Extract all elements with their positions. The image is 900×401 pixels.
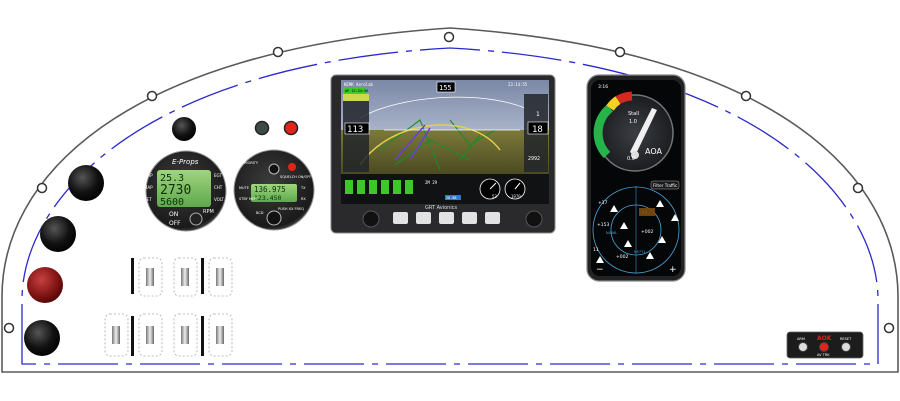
efis-softkey-5[interactable] bbox=[485, 212, 500, 224]
aoa-label: AOA bbox=[645, 147, 662, 156]
master-red-button[interactable] bbox=[27, 267, 63, 303]
traffic-zoom-out[interactable]: − bbox=[596, 265, 604, 275]
traffic-label-4: +002 bbox=[641, 229, 653, 235]
efis-softkey-2[interactable] bbox=[416, 212, 431, 224]
efis-status-tag: AP 12:34:56 bbox=[345, 89, 368, 93]
left-knob-2[interactable] bbox=[40, 216, 76, 252]
panel-trim-line bbox=[21, 47, 879, 365]
eprops-left-key-3[interactable]: SET bbox=[144, 197, 152, 202]
radio-top-label-2[interactable]: SQUELCH ON/OFF bbox=[280, 175, 311, 179]
efis-altitude-readout: 18 bbox=[532, 125, 543, 135]
radio-left-key-1[interactable]: MUTE bbox=[239, 186, 249, 190]
aok-reset-button[interactable] bbox=[841, 342, 851, 352]
radio-volume-knob[interactable] bbox=[268, 163, 280, 175]
efis-right-knob[interactable] bbox=[525, 210, 543, 228]
traffic-aircraft-icons bbox=[596, 200, 679, 263]
aoa-red-arc bbox=[615, 91, 633, 105]
efis-mini-gauge-2-value: 1970 bbox=[511, 194, 521, 199]
efis-softkey-1[interactable] bbox=[393, 212, 408, 224]
phone-status-time: 3:16 bbox=[598, 84, 608, 90]
radio-bottom-label-2[interactable]: PUSH XX FREQ bbox=[278, 207, 304, 211]
eprops-right-key-1[interactable]: EGT bbox=[214, 173, 222, 178]
efis-top-right: 23:14:55 bbox=[508, 82, 528, 87]
efis-top-left: KEMK Aerolab bbox=[344, 82, 373, 87]
aok-main-button[interactable] bbox=[819, 342, 829, 352]
toggle-switch-bank bbox=[104, 257, 233, 357]
traffic-label-1: +17 bbox=[598, 200, 608, 206]
traffic-label-7: N5771 bbox=[634, 250, 646, 254]
radio-right-key-2[interactable]: RX bbox=[301, 197, 306, 201]
efis-baro: 2992 bbox=[528, 156, 540, 162]
aok-right-label: RESET bbox=[840, 337, 852, 341]
eprops-off-label: OFF bbox=[169, 220, 181, 227]
filter-traffic-button[interactable] bbox=[650, 180, 680, 190]
traffic-label-6: +002 bbox=[616, 254, 628, 260]
traffic-label-2: +153 bbox=[597, 222, 609, 228]
traffic-label-8: 11 bbox=[593, 247, 599, 253]
efis-softkey-3[interactable] bbox=[439, 212, 454, 224]
efis-mini-gauge-1-value: 53 bbox=[492, 194, 497, 199]
aok-sub-label: AV TRK bbox=[817, 353, 830, 357]
radio-lcd bbox=[251, 184, 297, 202]
traffic-label-5: N456L bbox=[606, 231, 617, 235]
eprops-right-key-2[interactable]: CHT bbox=[214, 185, 223, 190]
efis-flight-path-arc bbox=[359, 124, 501, 166]
eprops-lcd-top: 25.3 bbox=[160, 173, 184, 184]
efis-softkey-4[interactable] bbox=[462, 212, 477, 224]
eprops-on-label: ON bbox=[169, 211, 178, 218]
aoa-needle bbox=[630, 108, 657, 156]
efis-altitude-unit: 1 bbox=[536, 111, 540, 118]
eprops-lcd-bot: 5600 bbox=[160, 197, 184, 208]
eprops-right-key-3[interactable]: VOLT bbox=[214, 197, 224, 202]
aoa-green-arc bbox=[593, 104, 614, 159]
traffic-zoom-in[interactable]: + bbox=[669, 265, 677, 275]
eprops-gauge: 25.3 2730 5600 E-Props MAP MAP SET EGT C… bbox=[144, 150, 227, 232]
efis-heading: 155 bbox=[439, 84, 452, 92]
phone-display: 3:16 Stall 1.0 0.0 AOA Filter Traffic +1… bbox=[586, 74, 686, 282]
left-knob-3[interactable] bbox=[24, 320, 60, 356]
radio-left-key-2[interactable]: STBY MEM bbox=[239, 197, 257, 201]
efis-roll-arc bbox=[359, 96, 526, 119]
efis-bottom-label: 2M 29 bbox=[425, 180, 438, 185]
efis-left-knob[interactable] bbox=[362, 210, 380, 228]
efis-ground bbox=[341, 130, 549, 174]
eprops-left-key-1[interactable]: MAP bbox=[144, 173, 153, 178]
aoa-yellow-arc bbox=[606, 96, 621, 111]
filter-traffic-label: Filter Traffic bbox=[653, 183, 678, 188]
aoa-stall-label: Stall bbox=[628, 111, 639, 117]
radio-tune-knob[interactable] bbox=[266, 210, 282, 226]
eprops-brand: E-Props bbox=[172, 158, 199, 166]
traffic-display bbox=[592, 186, 680, 274]
eprops-rpm-label: RPM bbox=[203, 209, 214, 215]
efis-terrain-lines bbox=[379, 119, 496, 171]
eprops-lcd-mid: 2730 bbox=[160, 183, 191, 198]
eprops-onoff-knob[interactable] bbox=[189, 212, 203, 226]
eprops-lcd bbox=[157, 170, 211, 207]
efis-brand: GRT Avionics bbox=[425, 205, 457, 211]
efis-speed-readout: 113 bbox=[347, 125, 363, 135]
aok-left-label: ARM bbox=[797, 337, 805, 341]
radio-active-freq: 136.975 bbox=[254, 185, 286, 194]
radio-top-label-1[interactable]: PRIORITY bbox=[242, 161, 259, 165]
panel-screws bbox=[3, 31, 895, 334]
radio-bottom-label-1[interactable]: BCD bbox=[256, 211, 264, 215]
radio-tx-light bbox=[288, 163, 296, 171]
dimmer-knob[interactable] bbox=[172, 117, 196, 141]
aoa-stall-value: 1.0 bbox=[629, 119, 637, 125]
aok-label: AOK bbox=[817, 335, 832, 342]
aok-unit: AOK AV TRK ARM RESET bbox=[786, 331, 864, 359]
radio-right-key-1[interactable]: TX bbox=[300, 186, 306, 190]
radio-standby-freq: 123.450 bbox=[254, 194, 281, 202]
eprops-left-key-2[interactable]: MAP bbox=[144, 185, 153, 190]
efis-display: 113 18 1 2992 155 KEMK Aerolab 23:14:55 … bbox=[330, 74, 556, 234]
green-indicator-light bbox=[254, 120, 270, 136]
left-knob-1[interactable] bbox=[68, 165, 104, 201]
aok-arm-button[interactable] bbox=[798, 342, 808, 352]
com-radio: 136.975 123.450 PRIORITY SQUELCH ON/OFF … bbox=[233, 149, 315, 231]
efis-engine-bars bbox=[345, 180, 413, 194]
red-indicator-light bbox=[283, 120, 299, 136]
aoa-zero-label: 0.0 bbox=[627, 156, 635, 162]
efis-bottom-text: 28.88 bbox=[446, 196, 457, 200]
